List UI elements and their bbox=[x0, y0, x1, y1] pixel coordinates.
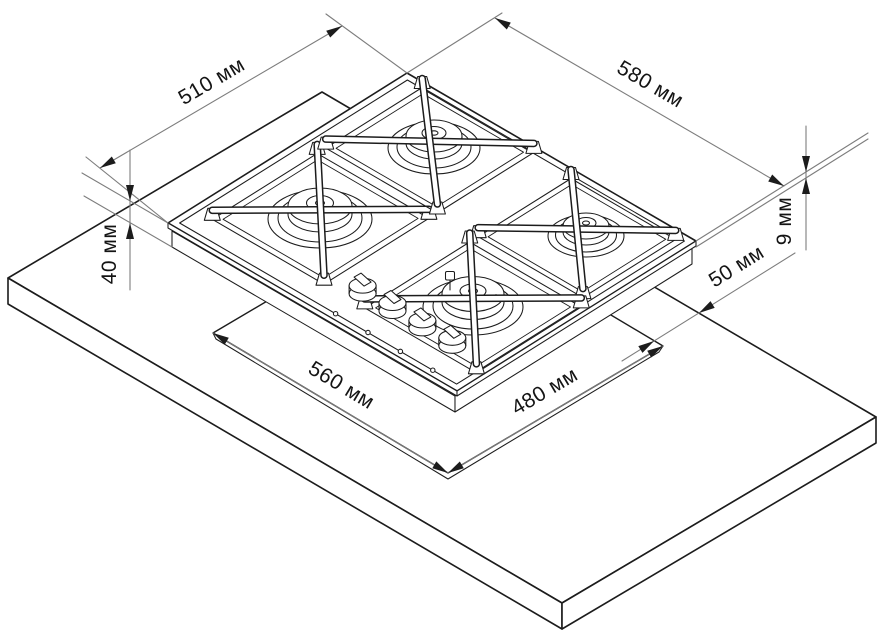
dim-label-510: 510 мм bbox=[175, 53, 249, 110]
control-knobs bbox=[332, 272, 467, 373]
gas-hob bbox=[167, 72, 697, 413]
dim-label-9: 9 мм bbox=[773, 197, 796, 245]
burner-front-left bbox=[203, 140, 438, 286]
knob-3 bbox=[408, 307, 437, 337]
knob-4 bbox=[438, 324, 467, 354]
dimension-body-height-40: 40 мм bbox=[81, 149, 173, 291]
hob-panel-edge-right bbox=[456, 240, 697, 397]
burner-back-left bbox=[317, 74, 543, 215]
dim-label-580: 580 мм bbox=[613, 56, 687, 112]
dim-label-50: 50 мм bbox=[705, 241, 769, 293]
burner-front-right bbox=[356, 229, 590, 375]
cutout-wall-edge bbox=[215, 338, 660, 480]
knob-2 bbox=[378, 289, 407, 320]
burner-back-right bbox=[469, 165, 685, 300]
front-strip-holes bbox=[332, 310, 436, 373]
knob-1 bbox=[348, 272, 377, 302]
dim-label-40: 40 мм bbox=[98, 224, 121, 285]
countertop-front-right-face bbox=[561, 416, 877, 630]
hob-rim-inner bbox=[179, 79, 685, 385]
dimension-panel-thickness-9: 9 мм bbox=[695, 125, 869, 251]
